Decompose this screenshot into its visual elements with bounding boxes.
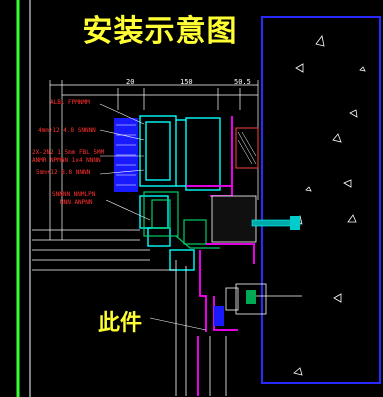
- concrete-wall: [261, 16, 381, 384]
- note-lower-1: SNNNN NNMLPN: [52, 191, 96, 198]
- floor-lines: [32, 229, 175, 271]
- note-lower-2: NNN ANPNN: [60, 199, 93, 206]
- part-label: 此件: [98, 311, 143, 336]
- glass-panel: [143, 191, 220, 249]
- dimension-left: 20: [126, 78, 135, 86]
- note-left-4: ANMR NPMNN 1x4 NNNN: [32, 157, 101, 164]
- lower-detail: [175, 260, 302, 396]
- insulation-block: [114, 118, 138, 192]
- drawing-title: 安装示意图: [82, 14, 238, 49]
- note-left-5: 5mm+12 8.8 NNNN: [36, 169, 91, 176]
- note-left-2: 4mm+12 4.8 SNNNN: [38, 127, 96, 134]
- dimension-lines: [49, 80, 259, 240]
- dimension-middle: 150: [180, 78, 193, 86]
- left-rail-lines: [16, 0, 31, 397]
- lower-detail-accent: [214, 290, 256, 326]
- aluminum-profile: [139, 115, 221, 271]
- note-left-1: ALBL FPMNMM: [50, 99, 90, 106]
- anchor-bolt: [251, 216, 301, 230]
- leader-lines: [99, 103, 207, 331]
- connector-block: [211, 127, 259, 243]
- dimension-right: 50.5: [234, 78, 251, 86]
- note-left-3: 2X-2N2 1 5mm FBL 5MM: [32, 149, 105, 156]
